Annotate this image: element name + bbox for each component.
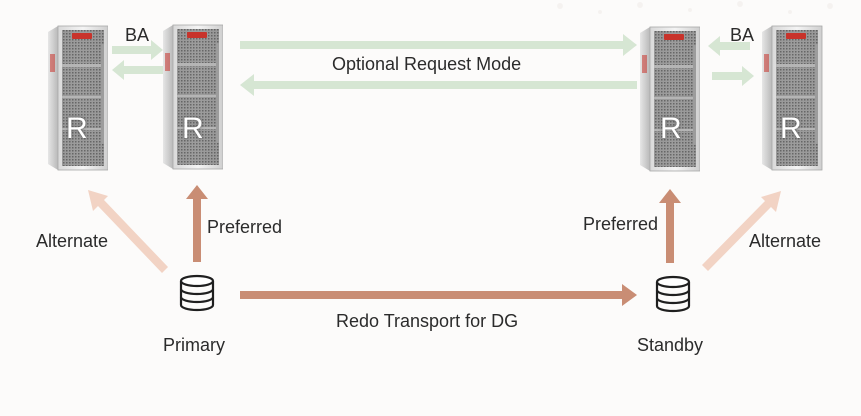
request-arrow-left [240, 74, 637, 96]
rack-1 [48, 25, 108, 171]
preferred-left-arrow [186, 185, 208, 262]
ba-right-label: BA [730, 25, 755, 45]
optional-request-mode-label: Optional Request Mode [332, 54, 522, 74]
rack-2 [163, 24, 223, 170]
ba-right-arrow-right [712, 66, 754, 86]
optional-request-arrows [240, 34, 637, 96]
preferred-arrows [186, 185, 681, 263]
rack-3-badge: R [660, 112, 682, 145]
primary-database-icon [179, 274, 215, 312]
primary-label: Primary [163, 335, 225, 355]
ba-arrows-right [708, 36, 754, 86]
alternate-right-label: Alternate [749, 231, 822, 251]
ba-left-arrow-right [112, 40, 163, 60]
redo-transport-arrow [240, 284, 637, 306]
alternate-right-arrow [702, 191, 781, 271]
ba-left-label: BA [125, 25, 150, 45]
preferred-left-label: Preferred [207, 217, 283, 237]
ba-left-arrow-left [112, 60, 163, 80]
standby-label: Standby [637, 335, 704, 355]
background-texture [557, 1, 833, 14]
alternate-left-label: Alternate [36, 231, 109, 251]
rack-4 [761, 25, 823, 171]
redo-transport-label: Redo Transport for DG [336, 311, 519, 331]
alternate-arrows [88, 190, 781, 273]
rack-2-badge: R [182, 112, 204, 145]
alternate-left-arrow [88, 190, 168, 273]
rack-1-badge: R [66, 112, 88, 145]
ba-arrows-left [112, 40, 163, 80]
preferred-right-arrow [659, 189, 681, 263]
standby-database-icon [655, 275, 691, 313]
preferred-right-label: Preferred [583, 214, 659, 234]
rack-4-badge: R [780, 112, 802, 145]
request-arrow-right [240, 34, 637, 56]
rack-3 [640, 26, 700, 172]
ba-right-arrow-left [708, 36, 750, 56]
